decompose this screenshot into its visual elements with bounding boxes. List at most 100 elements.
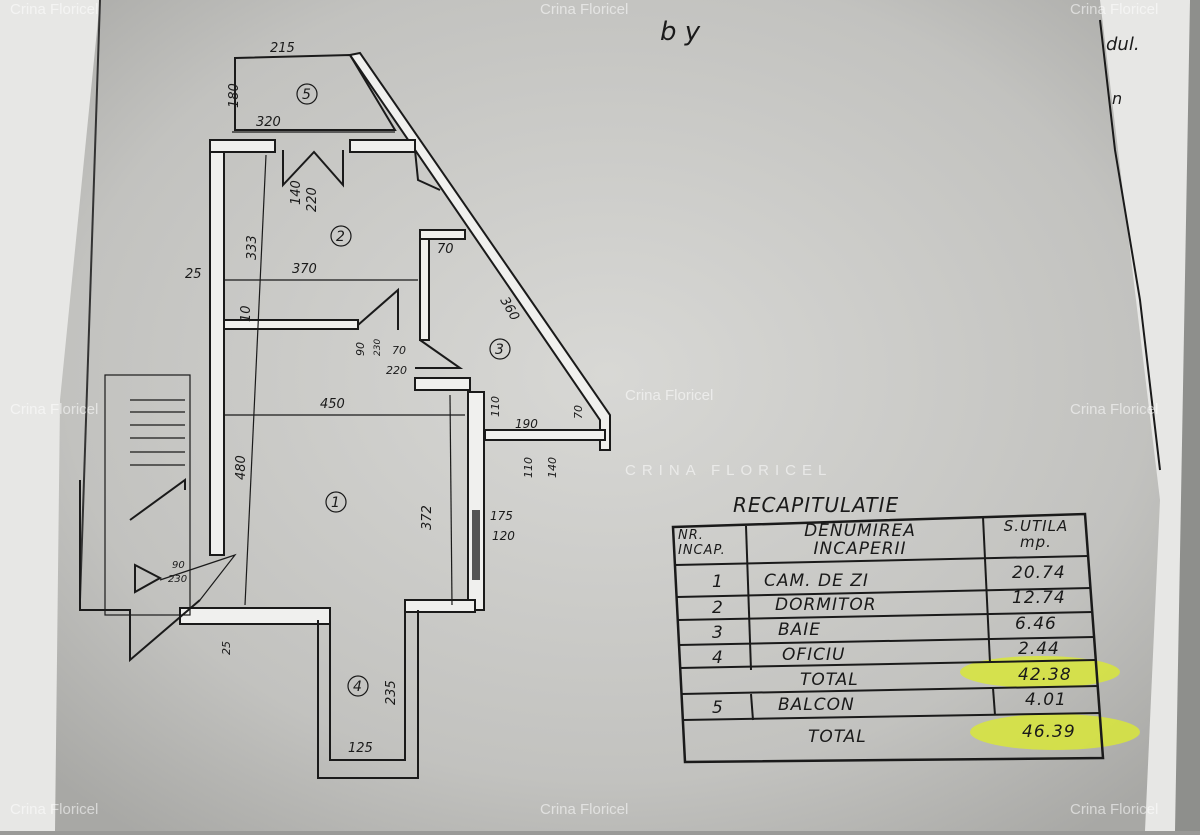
balcony-row: 5 BALCON 4.01 (712, 690, 1067, 718)
svg-text:BAIE: BAIE (778, 620, 821, 640)
svg-text:2: 2 (336, 229, 345, 245)
bath-bottom-wall (414, 377, 471, 391)
svg-text:4.01: 4.01 (1025, 690, 1067, 710)
living-window (472, 510, 480, 580)
svg-text:320: 320 (256, 115, 281, 130)
svg-text:70: 70 (572, 405, 585, 419)
svg-text:Crina Floricel: Crina Floricel (1070, 401, 1158, 418)
svg-text:CAM. DE ZI: CAM. DE ZI (764, 571, 869, 591)
svg-text:450: 450 (320, 397, 345, 412)
svg-text:Crina Floricel: Crina Floricel (540, 801, 628, 818)
bath-top-wall (419, 229, 466, 240)
staircase (79, 374, 201, 663)
watermarks: Crina Floricel Crina Floricel Crina Flor… (10, 1, 1158, 818)
svg-text:480: 480 (234, 455, 249, 480)
top-wall-right (349, 139, 416, 153)
svg-text:372: 372 (420, 505, 435, 530)
svg-text:215: 215 (270, 41, 295, 56)
svg-text:10: 10 (239, 305, 254, 322)
svg-text:6.46: 6.46 (1015, 614, 1057, 634)
svg-text:5: 5 (302, 87, 311, 103)
svg-text:370: 370 (292, 262, 317, 277)
svg-text:180: 180 (227, 83, 242, 108)
svg-text:3: 3 (712, 623, 724, 643)
svg-text:140: 140 (289, 180, 304, 205)
svg-text:Crina Floricel: Crina Floricel (625, 387, 713, 404)
total-row: TOTAL 46.39 (808, 722, 1076, 747)
svg-text:110: 110 (489, 396, 502, 417)
bath-window-wall (484, 429, 606, 441)
dim-line-372 (449, 394, 453, 606)
sheet-border-left (79, 0, 101, 601)
svg-text:220: 220 (305, 187, 320, 212)
svg-text:Crina Floricel: Crina Floricel (10, 801, 98, 818)
living-bottom-wall-right (404, 599, 476, 613)
svg-text:70: 70 (437, 242, 454, 257)
svg-text:OFICIU: OFICIU (782, 645, 846, 665)
room-5-balcony (234, 53, 397, 131)
room-4-outer-walls (317, 610, 419, 779)
highlight-total (970, 714, 1140, 750)
table-title: RECAPITULATIE (733, 493, 899, 517)
svg-text:4: 4 (353, 679, 362, 695)
svg-text:TOTAL: TOTAL (800, 670, 859, 690)
svg-text:46.39: 46.39 (1022, 722, 1076, 742)
svg-text:3: 3 (495, 342, 504, 358)
left-outer-wall (209, 139, 225, 556)
svg-text:5: 5 (712, 698, 724, 718)
svg-text:90: 90 (172, 560, 185, 571)
svg-text:Crina Floricel: Crina Floricel (10, 401, 98, 418)
svg-text:12.74: 12.74 (1012, 588, 1066, 608)
svg-text:333: 333 (245, 235, 260, 260)
diagonal-outer-wall (348, 51, 611, 451)
svg-text:1: 1 (712, 572, 724, 592)
svg-text:90: 90 (354, 342, 367, 356)
svg-text:175: 175 (490, 509, 513, 523)
svg-text:Crina Floricel: Crina Floricel (1070, 1, 1158, 18)
header-nr: NR. INCAP. (678, 528, 726, 558)
balcony-door (282, 150, 344, 188)
svg-text:70: 70 (392, 344, 406, 357)
subtotal-row: TOTAL 42.38 (800, 665, 1072, 690)
svg-text:42.38: 42.38 (1018, 665, 1072, 685)
svg-text:235: 235 (384, 680, 399, 705)
entrance-arrow-icon (134, 563, 163, 594)
svg-text:2: 2 (712, 598, 724, 618)
top-wall-left (209, 139, 276, 153)
svg-text:20.74: 20.74 (1012, 563, 1066, 583)
table-row: 1 CAM. DE ZI 20.74 (712, 563, 1066, 592)
dimension-labels: 215 180 320 140 220 333 25 370 10 70 360… (168, 41, 585, 756)
svg-text:dul.: dul. (1106, 34, 1140, 55)
svg-text:140: 140 (546, 457, 559, 478)
svg-text:DORMITOR: DORMITOR (775, 595, 877, 615)
svg-text:220: 220 (386, 364, 407, 377)
svg-text:Crina Floricel: Crina Floricel (540, 1, 628, 18)
svg-text:TOTAL: TOTAL (808, 727, 867, 747)
svg-text:4: 4 (712, 648, 724, 668)
svg-text:BALCON: BALCON (778, 695, 855, 715)
bath-left-wall (419, 229, 430, 341)
table-row: 3 BAIE 6.46 (712, 614, 1057, 643)
bedroom-door (357, 287, 399, 330)
svg-text:Crina Floricel: Crina Floricel (10, 1, 98, 18)
svg-text:25: 25 (220, 641, 233, 655)
dim-line-vertical (244, 154, 267, 606)
handwritten-notes: b y dul. n (660, 17, 1140, 108)
summary-table: RECAPITULATIE NR. INCAP. DENUMIREA INCAP… (671, 493, 1140, 764)
svg-text:1: 1 (331, 495, 340, 511)
svg-text:230: 230 (168, 574, 187, 585)
header-area: S.UTILA mp. (1003, 518, 1069, 551)
svg-text:120: 120 (492, 529, 515, 543)
room-4-walls (329, 610, 406, 761)
svg-text:110: 110 (522, 457, 535, 478)
highlight-subtotal (960, 656, 1120, 688)
svg-text:Crina Floricel: Crina Floricel (1070, 801, 1158, 818)
entrance-door (159, 553, 237, 601)
svg-text:n: n (1112, 89, 1122, 108)
bath-door (415, 339, 464, 369)
svg-text:b y: b y (660, 17, 701, 47)
table-row: 2 DORMITOR 12.74 (712, 588, 1066, 618)
sheet-border-right (1099, 19, 1161, 471)
